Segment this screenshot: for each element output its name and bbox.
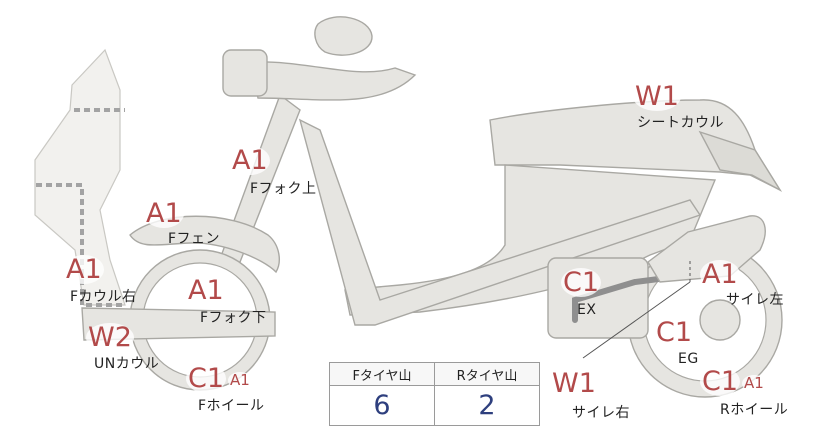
handlebar (249, 61, 417, 101)
part-code: C1 (186, 363, 227, 394)
part-code: A1 (186, 275, 226, 306)
headlight (222, 49, 268, 97)
part-name: Fカウル右 (70, 289, 137, 305)
part-code: W1 (633, 81, 681, 112)
mirror (314, 16, 373, 56)
front-cowl (34, 48, 126, 306)
tire-tread-table: Fタイヤ山 Rタイヤ山 6 2 (329, 362, 540, 426)
front-fender (129, 215, 280, 274)
header-front-tire: Fタイヤ山 (329, 362, 435, 386)
table-value-row: 6 2 (329, 385, 540, 426)
part-name: Fホイール (198, 398, 265, 414)
frame-lower (298, 118, 702, 326)
part-code-secondary: A1 (742, 374, 766, 392)
seat-cowl-tail (698, 130, 782, 192)
part-code: C1 (654, 317, 695, 348)
part-name: EX (577, 302, 597, 318)
part-code-secondary: A1 (228, 371, 252, 389)
part-code: A1 (700, 259, 740, 290)
value-front-tire: 6 (329, 385, 435, 426)
header-rear-tire: Rタイヤ山 (434, 362, 540, 386)
part-code: W1 (550, 368, 598, 399)
part-name: Fフェン (168, 231, 221, 247)
part-code: C1 (561, 267, 602, 298)
leader-line-muffler-right (582, 281, 691, 359)
part-name: Fフォク下 (200, 310, 267, 326)
part-code: A1 (144, 198, 184, 229)
part-name: サイレ左 (726, 292, 784, 308)
part-name: シートカウル (637, 115, 724, 131)
part-name: Fフォク上 (250, 181, 317, 197)
front-cowl-dash (36, 108, 125, 307)
part-code: A1 (64, 254, 104, 285)
value-rear-tire: 2 (434, 385, 540, 426)
part-name: UNカウル (94, 356, 160, 372)
part-code: C1 (700, 366, 741, 397)
part-code: A1 (230, 145, 270, 176)
table-header-row: Fタイヤ山 Rタイヤ山 (329, 362, 540, 386)
part-name: Rホイール (720, 402, 789, 418)
part-name: EG (678, 351, 699, 367)
part-code: W2 (86, 322, 134, 353)
part-name: サイレ右 (572, 405, 630, 421)
